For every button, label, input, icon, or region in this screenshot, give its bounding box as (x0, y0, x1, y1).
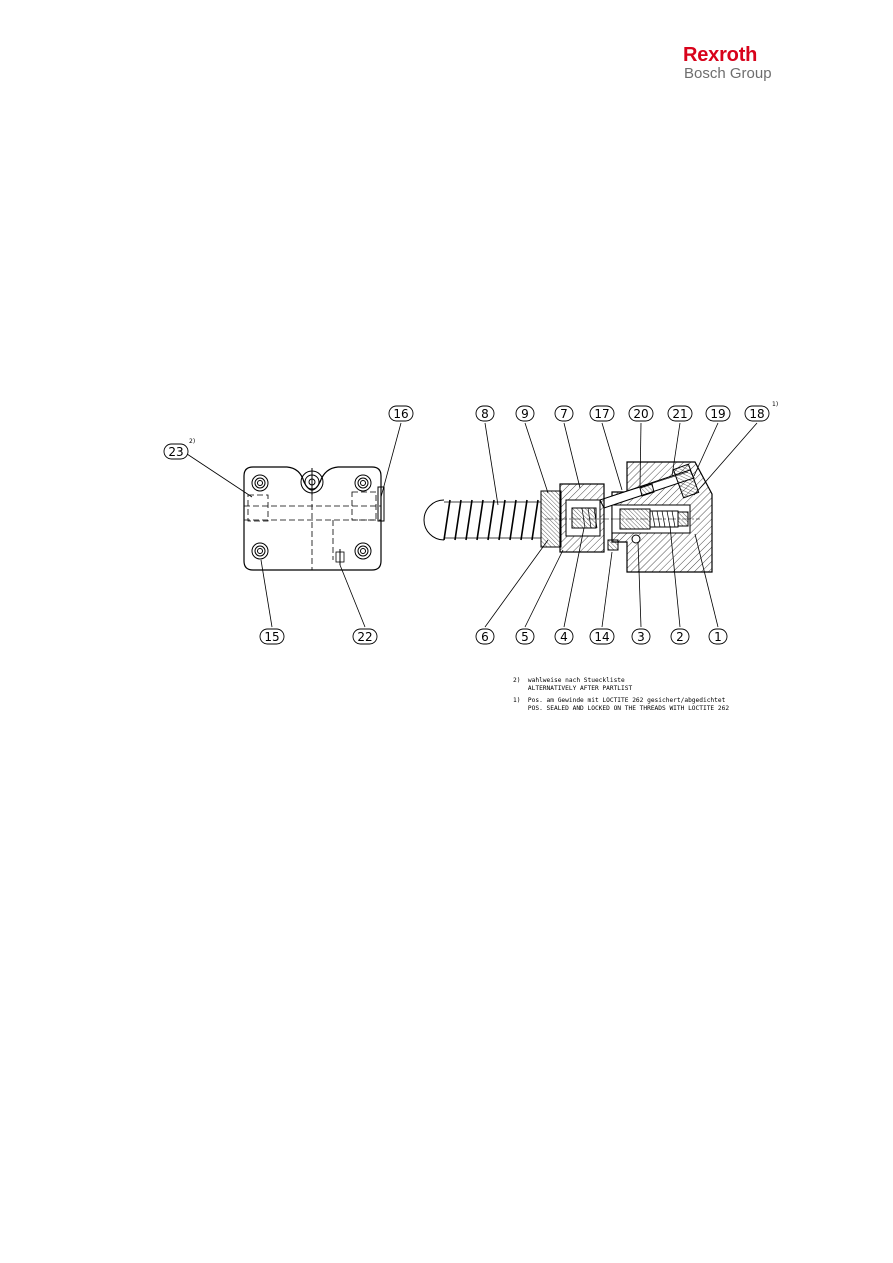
callout-1: 1 (708, 628, 728, 645)
callout-16: 16 (388, 405, 414, 422)
svg-text:5: 5 (521, 630, 529, 644)
callout-21: 21 (667, 405, 693, 422)
leader-lines (183, 422, 758, 628)
callout-14: 14 (589, 628, 615, 645)
svg-text:2: 2 (676, 630, 684, 644)
callout-4: 4 (554, 628, 574, 645)
svg-text:1: 1 (714, 630, 722, 644)
svg-text:4: 4 (560, 630, 568, 644)
callout-7: 7 (554, 405, 574, 422)
svg-text:18: 18 (749, 407, 764, 421)
svg-text:14: 14 (594, 630, 609, 644)
svg-text:22: 22 (357, 630, 372, 644)
callout-17: 17 (589, 405, 615, 422)
end-view (243, 466, 385, 571)
note-1-en: POS. SEALED AND LOCKED ON THE THREADS WI… (513, 705, 730, 712)
note-2-de: 2) wahlweise nach Stueckliste (513, 677, 625, 684)
bolt-bottom-left (251, 542, 269, 560)
callout-5: 5 (515, 628, 535, 645)
svg-text:23: 23 (168, 445, 183, 459)
callout-23: 23 (163, 443, 189, 460)
callout-3: 3 (631, 628, 651, 645)
callout-8: 8 (475, 405, 495, 422)
svg-text:15: 15 (264, 630, 279, 644)
svg-text:7: 7 (560, 407, 568, 421)
superscript-23: 2) (189, 438, 195, 445)
callout-6: 6 (475, 628, 495, 645)
note-2-en: ALTERNATIVELY AFTER PARTLIST (513, 685, 633, 692)
callout-20: 20 (628, 405, 654, 422)
logo-brand: Rexroth (683, 44, 758, 66)
svg-text:19: 19 (710, 407, 725, 421)
logo-group: Bosch Group (684, 65, 772, 82)
bolt-top-right (354, 474, 372, 492)
coil-spring (423, 499, 541, 541)
note-1-de: 1) Pos. am Gewinde mit LOCTITE 262 gesic… (513, 697, 726, 704)
svg-text:3: 3 (637, 630, 645, 644)
bolt-top-left (251, 474, 269, 492)
callout-15: 15 (259, 628, 285, 645)
callout-2: 2 (670, 628, 690, 645)
rexroth-logo: Rexroth Bosch Group (683, 44, 793, 84)
callout-19: 19 (705, 405, 731, 422)
callout-9: 9 (515, 405, 535, 422)
center-spool (300, 468, 324, 495)
section-view (423, 461, 713, 573)
svg-text:16: 16 (393, 407, 408, 421)
svg-text:9: 9 (521, 407, 529, 421)
bolt-bottom-right (354, 542, 372, 560)
superscript-18: 1) (772, 401, 778, 408)
callouts: 23 16 15 22 8 9 7 17 20 21 19 18 6 5 4 1… (163, 405, 770, 645)
svg-text:21: 21 (672, 407, 687, 421)
callout-22: 22 (352, 628, 378, 645)
svg-text:20: 20 (633, 407, 648, 421)
svg-text:17: 17 (594, 407, 609, 421)
callout-18: 18 (744, 405, 770, 422)
svg-text:8: 8 (481, 407, 489, 421)
svg-text:6: 6 (481, 630, 489, 644)
